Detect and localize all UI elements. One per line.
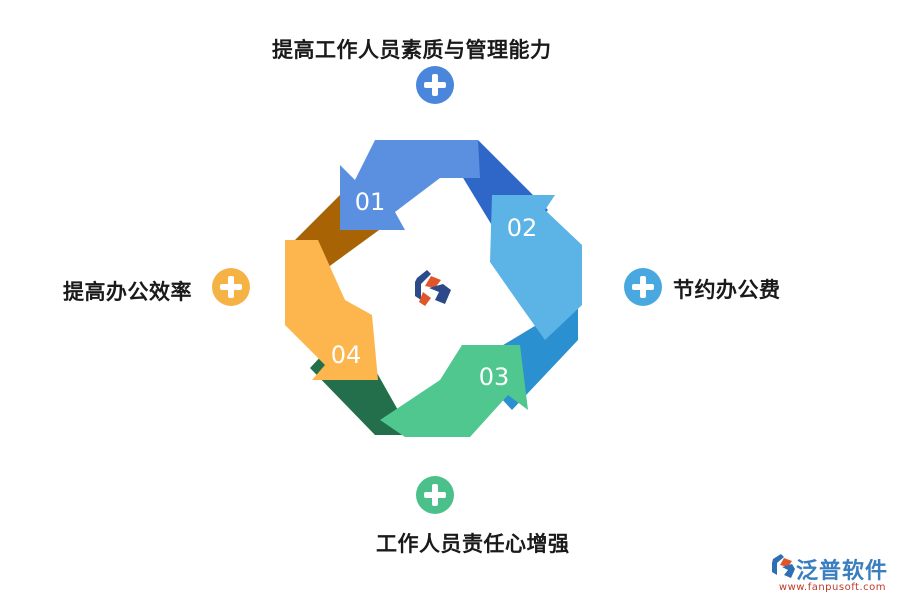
plus-circle-icon-top	[416, 66, 454, 104]
label-right: 节约办公费	[673, 278, 781, 302]
plus-circle-icon-bottom	[416, 476, 454, 514]
watermark-url: www.fanpusoft.com	[778, 582, 886, 593]
fanpu-logo-icon	[415, 270, 451, 306]
arrow-02	[490, 195, 582, 340]
step-04-label: 04	[331, 341, 362, 369]
plus-circle-icon-right	[624, 268, 662, 306]
step-03-label: 03	[479, 363, 510, 391]
plus-circle-icon-left	[212, 268, 250, 306]
fanpu-watermark-logo-icon	[772, 554, 795, 578]
step-02-label: 02	[507, 214, 538, 242]
watermark-brand: 泛普软件	[795, 559, 888, 584]
arrow-04	[285, 240, 378, 380]
arrow-01	[340, 140, 480, 230]
label-left: 提高办公效率	[63, 280, 192, 304]
label-top: 提高工作人员素质与管理能力	[272, 38, 552, 62]
label-bottom: 工作人员责任心增强	[376, 532, 570, 556]
step-01-label: 01	[355, 188, 386, 216]
arrow-03	[380, 345, 528, 437]
